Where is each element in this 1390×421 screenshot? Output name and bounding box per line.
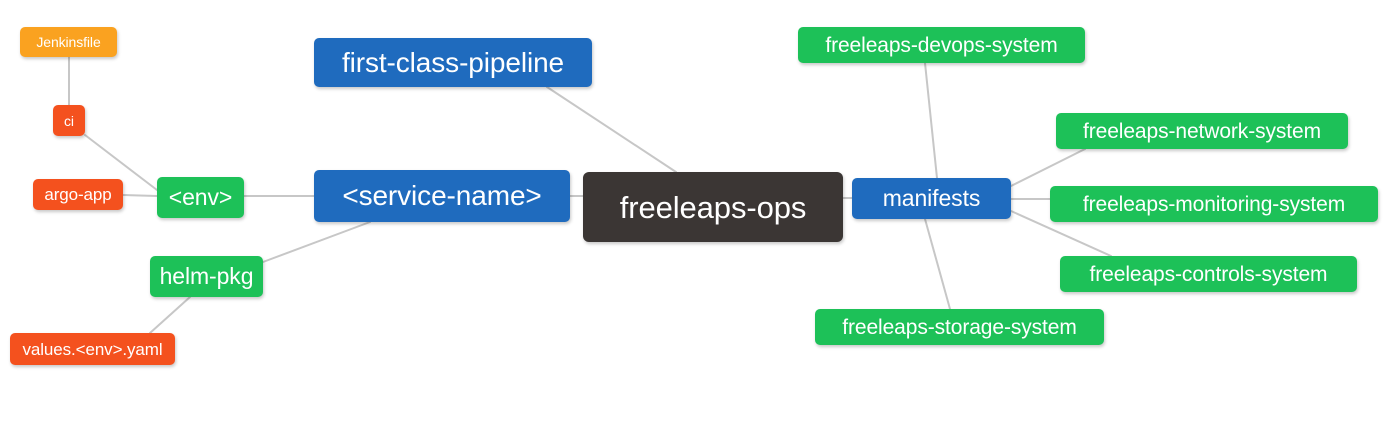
edge-values-env-yaml-to-helm-pkg: [149, 296, 191, 334]
edge-manifests-to-freeleaps-network-system: [1010, 148, 1086, 187]
node-values-env-yaml[interactable]: values.<env>.yaml: [10, 333, 175, 365]
node-service-name[interactable]: <service-name>: [314, 170, 570, 222]
edge-manifests-to-freeleaps-devops-system: [924, 62, 938, 179]
node-freeleaps-devops-system[interactable]: freeleaps-devops-system: [798, 27, 1085, 63]
node-jenkinsfile[interactable]: Jenkinsfile: [20, 27, 117, 57]
node-freeleaps-network-system[interactable]: freeleaps-network-system: [1056, 113, 1348, 149]
node-ci[interactable]: ci: [53, 105, 85, 136]
edge-manifests-to-freeleaps-storage-system: [924, 218, 951, 310]
node-freeleaps-monitoring-system[interactable]: freeleaps-monitoring-system: [1050, 186, 1378, 222]
node-first-class-pipeline[interactable]: first-class-pipeline: [314, 38, 592, 87]
node-manifests[interactable]: manifests: [852, 178, 1011, 219]
node-argo-app[interactable]: argo-app: [33, 179, 123, 210]
edge-helm-pkg-to-service-name: [262, 221, 371, 263]
edge-argo-app-to-env: [122, 194, 158, 197]
node-freeleaps-storage-system[interactable]: freeleaps-storage-system: [815, 309, 1104, 345]
edge-first-class-pipeline-to-freeleaps-ops: [546, 86, 677, 173]
node-helm-pkg[interactable]: helm-pkg: [150, 256, 263, 297]
node-freeleaps-controls-system[interactable]: freeleaps-controls-system: [1060, 256, 1357, 292]
node-freeleaps-ops[interactable]: freeleaps-ops: [583, 172, 843, 242]
node-env[interactable]: <env>: [157, 177, 244, 218]
